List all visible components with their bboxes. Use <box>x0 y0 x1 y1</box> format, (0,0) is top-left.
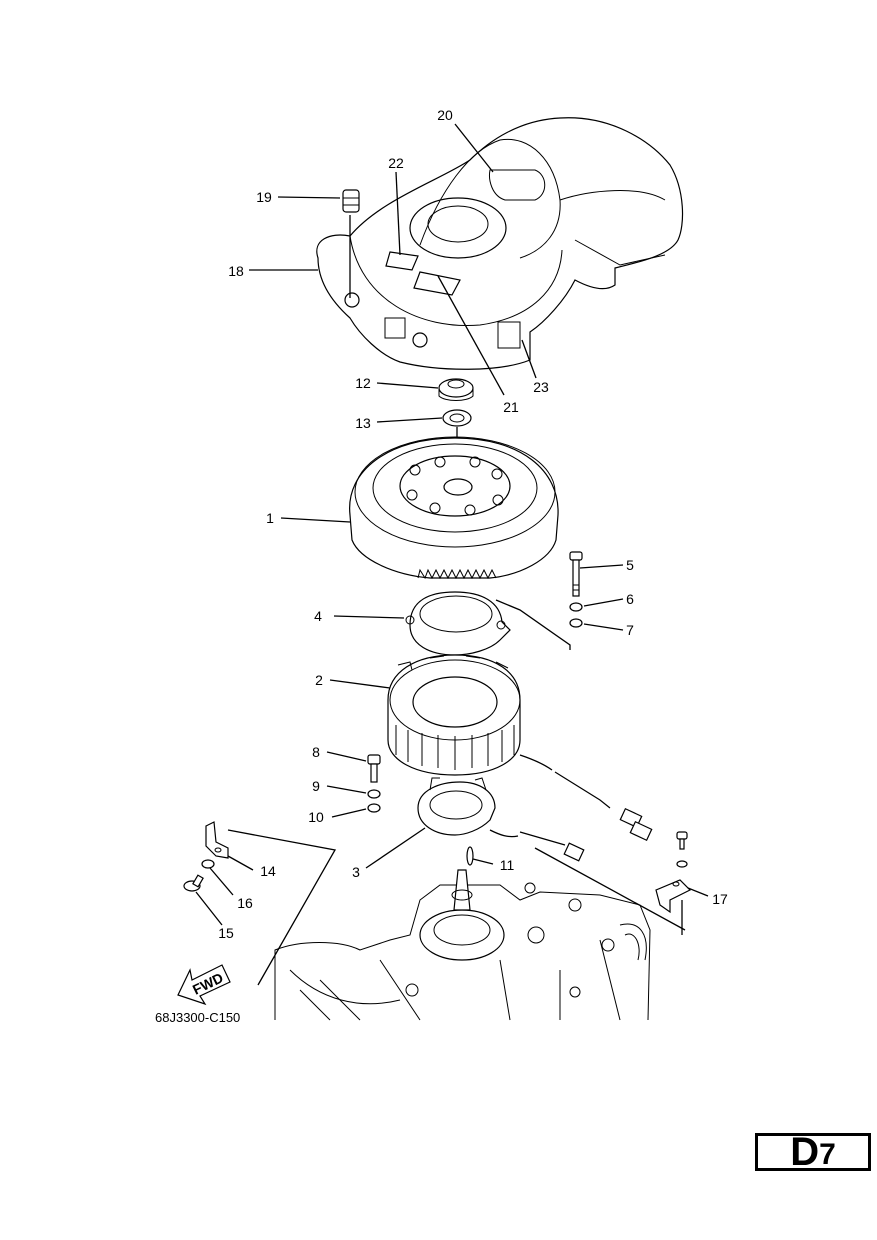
engine-block <box>274 869 651 1021</box>
bracket-17 <box>655 879 692 914</box>
woodruff-key <box>466 846 474 866</box>
stator-assembly <box>387 654 521 776</box>
part-label-13: 13 <box>355 415 371 431</box>
part-label-11: 11 <box>500 857 515 873</box>
part-label-14: 14 <box>260 863 276 879</box>
page-badge-letter: D <box>790 1130 820 1174</box>
fwd-arrow: FWD <box>177 964 231 1006</box>
part-label-20: 20 <box>437 107 453 123</box>
fwd-label: FWD <box>190 969 226 997</box>
pulser-connector <box>563 842 585 862</box>
flywheel-nut <box>438 378 474 401</box>
flywheel-washer <box>442 409 472 427</box>
part-label-5: 5 <box>626 557 634 573</box>
part-label-9: 9 <box>312 778 320 794</box>
flywheel <box>349 436 559 580</box>
figure-code: 68J3300-C150 <box>155 1010 240 1025</box>
washer-17-small <box>676 860 688 868</box>
screw-15 <box>183 874 204 892</box>
part-label-6: 6 <box>626 591 634 607</box>
washer-9 <box>367 789 381 799</box>
label-decal-22 <box>385 251 419 271</box>
washer-7 <box>569 618 583 628</box>
part-label-15: 15 <box>218 925 234 941</box>
bolt-17-small <box>676 831 688 850</box>
part-label-19: 19 <box>256 189 272 205</box>
part-label-18: 18 <box>228 263 244 279</box>
grommet <box>342 189 360 213</box>
part-label-4: 4 <box>314 608 322 624</box>
part-label-22: 22 <box>388 155 404 171</box>
part-label-1: 1 <box>266 510 274 526</box>
flywheel-cover <box>316 117 684 370</box>
part-label-8: 8 <box>312 744 320 760</box>
part-label-7: 7 <box>626 622 634 638</box>
part-label-3: 3 <box>352 864 360 880</box>
part-label-12: 12 <box>355 375 371 391</box>
washer-16 <box>201 859 215 869</box>
page-badge: D 7 <box>755 1130 871 1174</box>
washer-10 <box>367 803 381 813</box>
part-label-16: 16 <box>237 895 253 911</box>
page-badge-number: 7 <box>819 1138 836 1171</box>
leader-lines <box>195 123 709 926</box>
bolt-8 <box>367 754 381 783</box>
washer-6 <box>569 602 583 612</box>
part-label-17: 17 <box>712 891 728 907</box>
stator-connector <box>619 807 653 842</box>
bolt-5 <box>569 551 583 597</box>
pulser-base <box>405 591 511 656</box>
pulser-coil <box>417 777 496 836</box>
part-label-23: 23 <box>533 379 549 395</box>
label-decal-21 <box>413 271 461 296</box>
part-label-21: 21 <box>503 399 519 415</box>
part-label-10: 10 <box>308 809 324 825</box>
part-labels: 20 22 19 18 12 21 23 13 1 5 6 4 7 2 8 9 … <box>218 107 728 941</box>
ground-bracket <box>205 821 229 859</box>
part-label-2: 2 <box>315 672 323 688</box>
